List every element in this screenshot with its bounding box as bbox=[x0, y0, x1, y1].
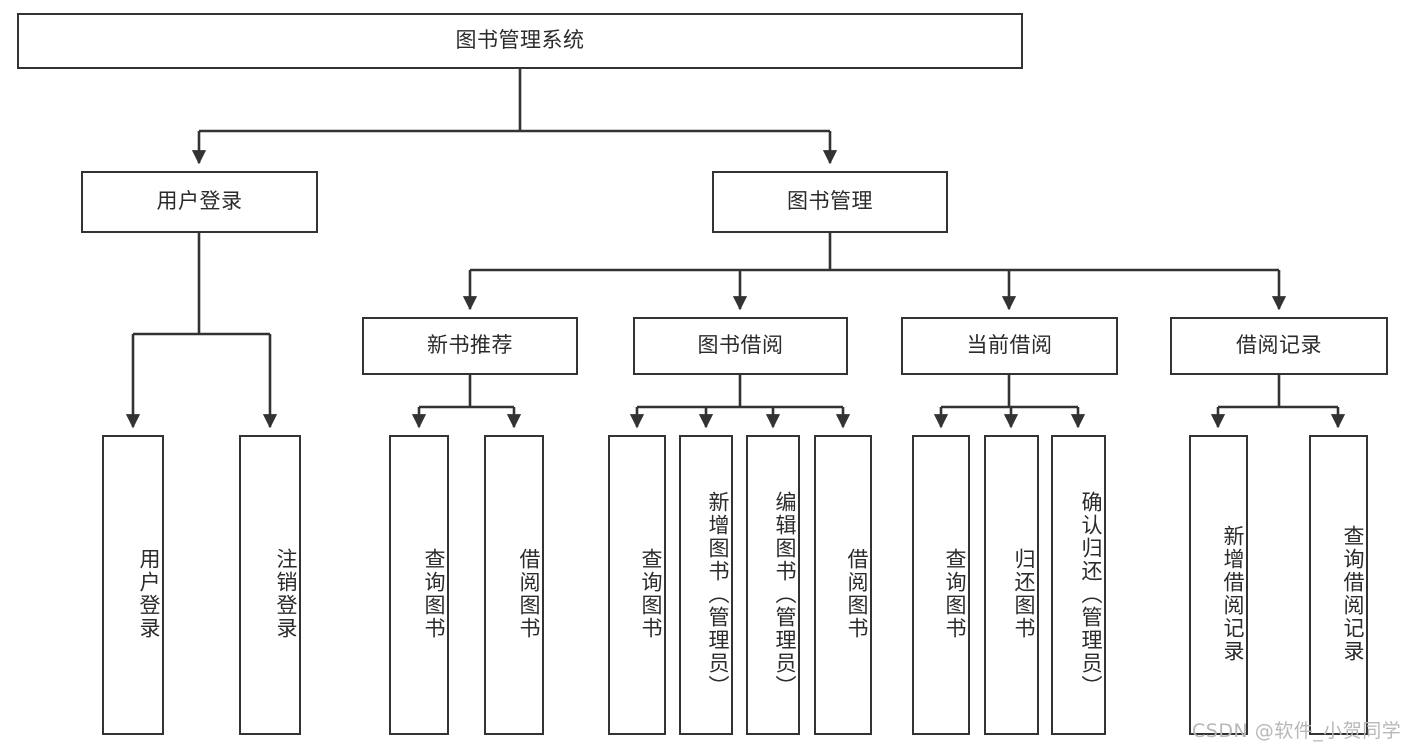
csdn-watermark: CSDN @软件_小贺同学 bbox=[1192, 720, 1402, 742]
leaf-add-borrow-record[interactable]: 新增借阅记录 bbox=[1189, 435, 1248, 735]
leaf-user-login[interactable]: 用户登录 bbox=[102, 435, 164, 735]
leaf-logout[interactable]: 注销登录 bbox=[239, 435, 301, 735]
node-borrow-records[interactable]: 借阅记录 bbox=[1170, 317, 1388, 375]
leaf-add-book-admin[interactable]: 新增图书（管理员） bbox=[679, 435, 733, 735]
node-root[interactable]: 图书管理系统 bbox=[17, 13, 1023, 69]
leaf-edit-book-admin[interactable]: 编辑图书（管理员） bbox=[746, 435, 800, 735]
leaf-query-borrow-record[interactable]: 查询借阅记录 bbox=[1309, 435, 1368, 735]
leaf-query-books-current[interactable]: 查询图书 bbox=[912, 435, 970, 735]
leaf-query-books-recommend[interactable]: 查询图书 bbox=[389, 435, 449, 735]
node-book-management[interactable]: 图书管理 bbox=[712, 171, 948, 233]
node-book-borrow[interactable]: 图书借阅 bbox=[633, 317, 848, 375]
node-user-login[interactable]: 用户登录 bbox=[81, 171, 318, 233]
leaf-query-books-borrow[interactable]: 查询图书 bbox=[608, 435, 666, 735]
leaf-borrow-books-recommend[interactable]: 借阅图书 bbox=[484, 435, 544, 735]
leaf-return-books[interactable]: 归还图书 bbox=[984, 435, 1039, 735]
node-current-borrow[interactable]: 当前借阅 bbox=[901, 317, 1118, 375]
leaf-confirm-return-admin[interactable]: 确认归还（管理员） bbox=[1051, 435, 1106, 735]
leaf-borrow-books[interactable]: 借阅图书 bbox=[814, 435, 872, 735]
node-new-book-recommend[interactable]: 新书推荐 bbox=[362, 317, 578, 375]
